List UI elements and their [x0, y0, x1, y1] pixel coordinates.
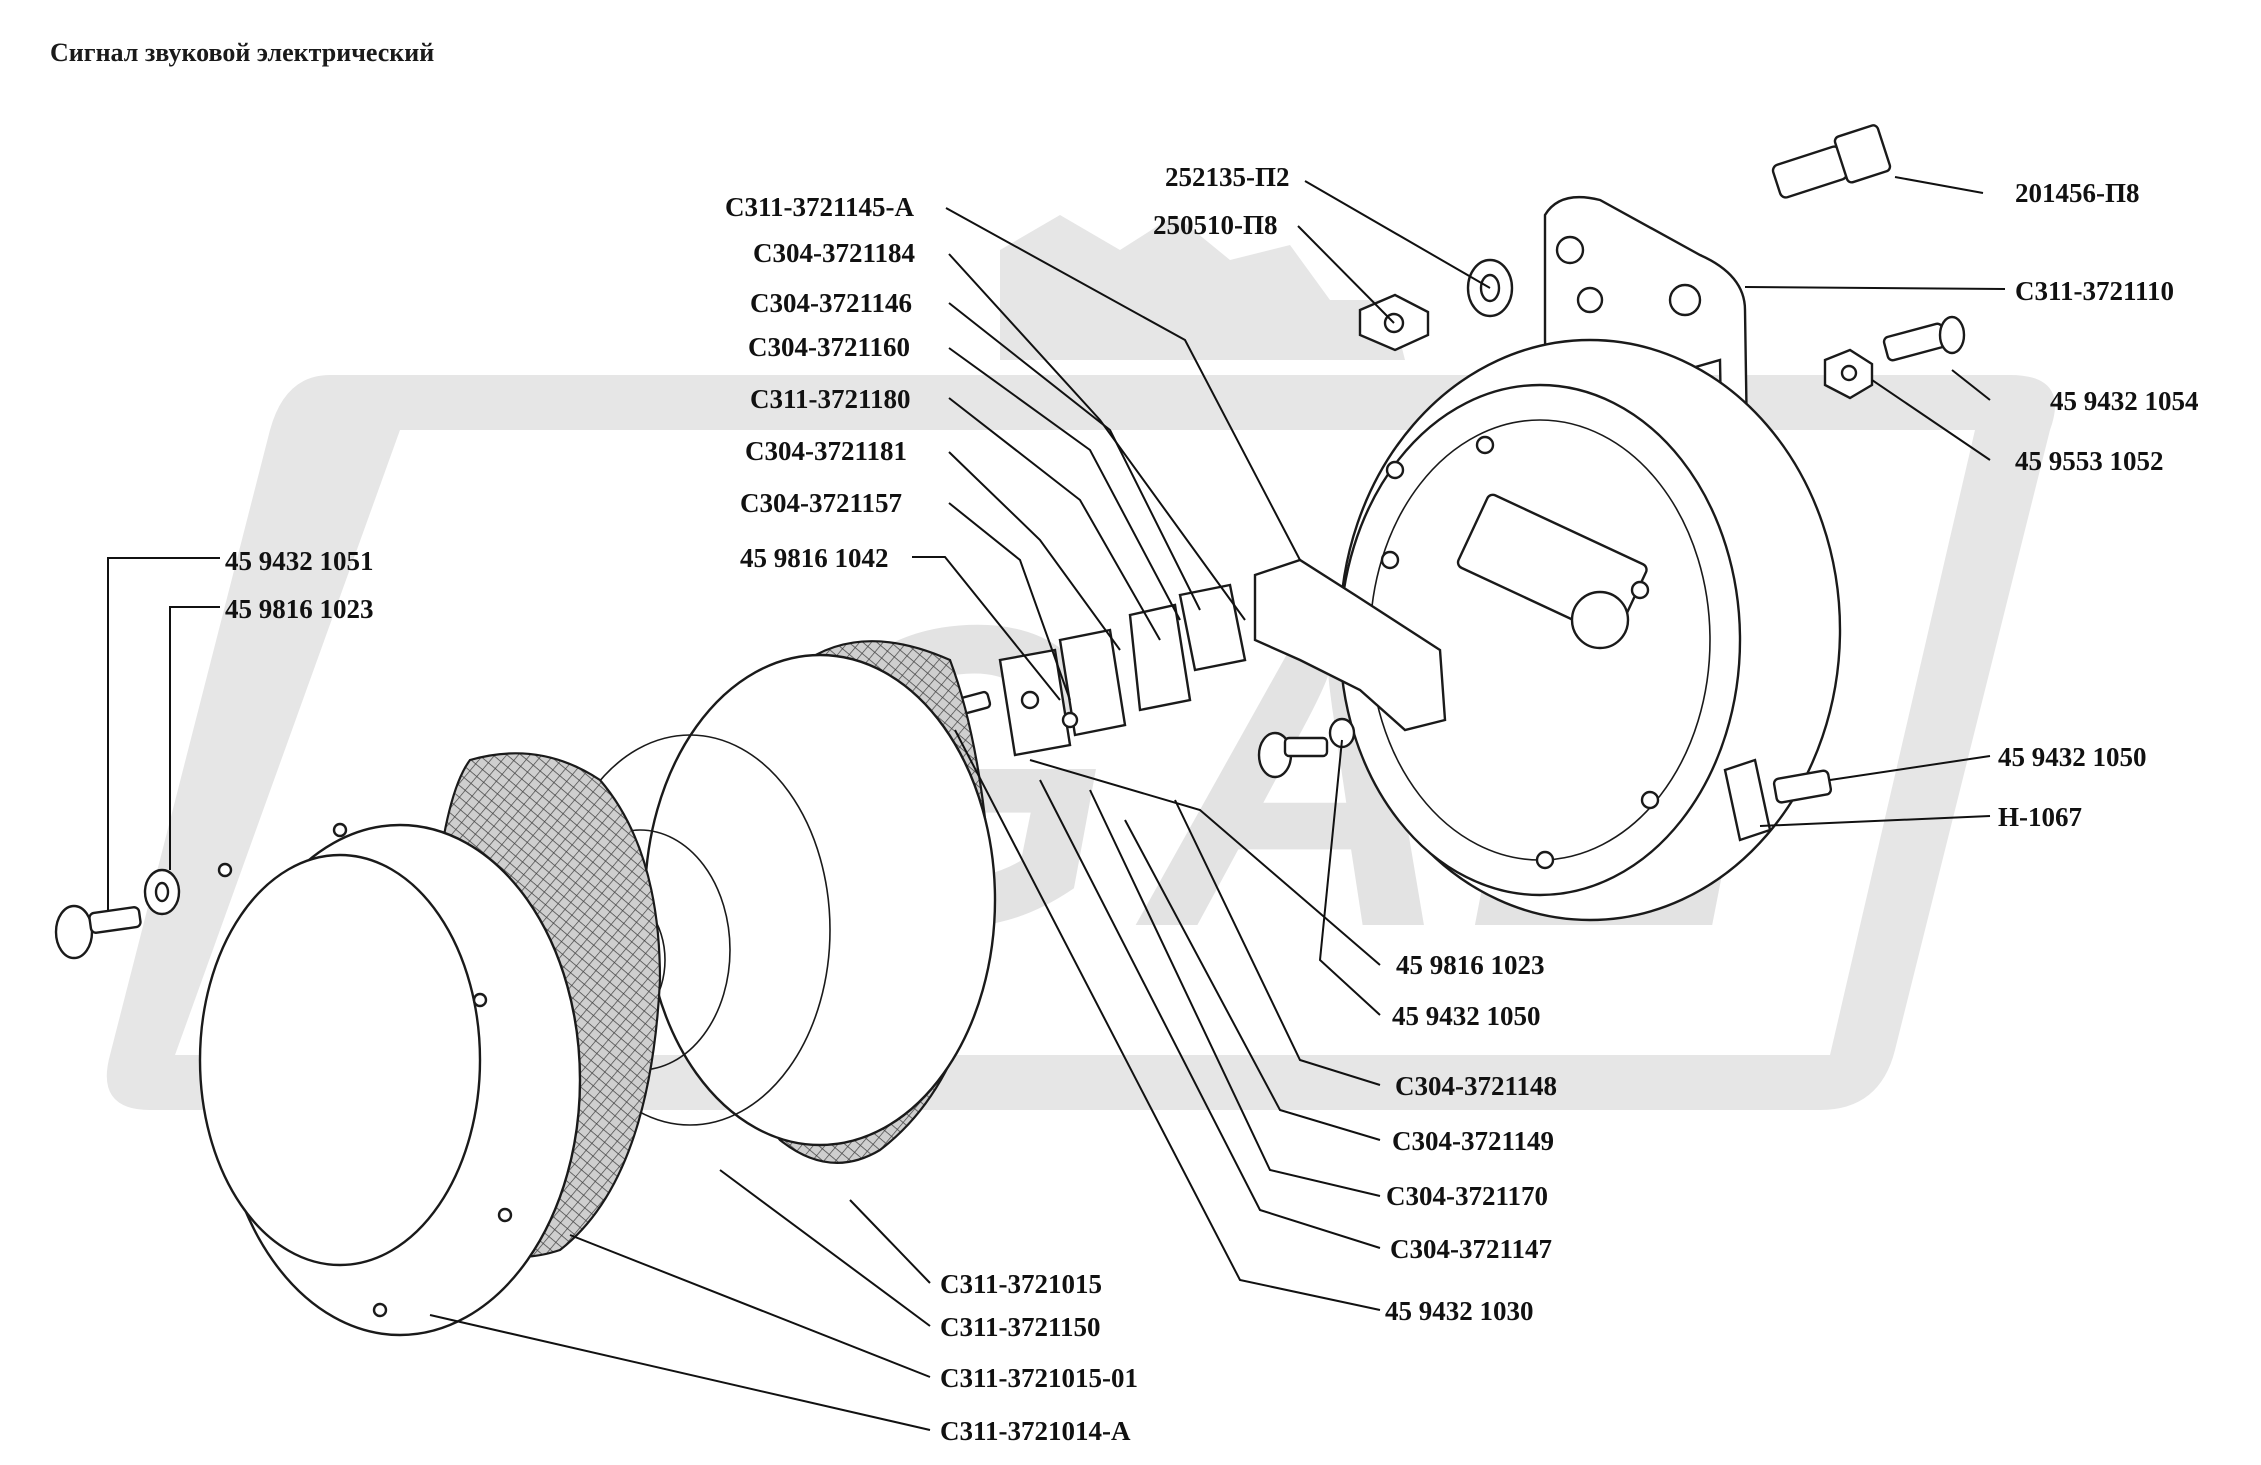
- label-c3147: С304-3721147: [1390, 1234, 1552, 1264]
- label-n1023b: 45 9816 1023: [1396, 950, 1545, 980]
- screw-1051: [54, 904, 142, 960]
- label-c3149: С304-3721149: [1392, 1126, 1554, 1156]
- label-h1067: Н-1067: [1998, 802, 2082, 832]
- diaphragm-1015: [549, 640, 997, 1164]
- washer-1023-left: [143, 868, 181, 916]
- label-n1023a: 45 9816 1023: [225, 594, 374, 624]
- contact-breaker: [998, 558, 1447, 757]
- label-c3170: С304-3721170: [1386, 1181, 1548, 1211]
- label-n1030: 45 9432 1030: [1385, 1296, 1534, 1326]
- label-n1042: 45 9816 1042: [740, 543, 889, 573]
- label-c3180: С311-3721180: [750, 384, 911, 414]
- screw-1050-center: [1257, 717, 1356, 779]
- label-250510: 250510-П8: [1153, 210, 1278, 240]
- label-n1050b: 45 9432 1050: [1392, 1001, 1541, 1031]
- label-c3145a: С311-3721145-А: [725, 192, 915, 222]
- label-c3148: С304-3721148: [1395, 1071, 1557, 1101]
- front-rim-1014: [198, 822, 582, 1337]
- bolt-1054: [1882, 315, 1966, 362]
- label-252135: 252135-П2: [1165, 162, 1290, 192]
- label-c3181: С304-3721181: [745, 436, 907, 466]
- page-title: Сигнал звуковой электрический: [50, 38, 435, 67]
- nut-1052: [1823, 348, 1874, 400]
- label-c3160: С304-3721160: [748, 332, 910, 362]
- label-c301501: С311-3721015-01: [940, 1363, 1138, 1393]
- label-c3146: С304-3721146: [750, 288, 912, 318]
- label-n1051: 45 9432 1051: [225, 546, 374, 576]
- horn-housing: [1338, 338, 1842, 922]
- label-n1054: 45 9432 1054: [2050, 386, 2199, 416]
- watermark-frame: [106, 375, 2055, 1110]
- label-n1050a: 45 9432 1050: [1998, 742, 2147, 772]
- label-c3157: С304-3721157: [740, 488, 902, 518]
- label-201456: 201456-П8: [2015, 178, 2140, 208]
- label-c3184: С304-3721184: [753, 238, 915, 268]
- mounting-bracket: [1543, 196, 1752, 642]
- part-labels: 201456-П8 252135-П2 250510-П8 С311-37211…: [225, 162, 2199, 1446]
- label-c3110: С311-3721110: [2015, 276, 2174, 306]
- label-c3150: С311-3721150: [940, 1312, 1101, 1342]
- label-c3014a: С311-3721014-А: [940, 1416, 1131, 1446]
- leader-lines: [107, 176, 2006, 1431]
- bolt-top-right: [1771, 124, 1892, 199]
- watermark-gear: [1000, 215, 1405, 360]
- terminal-h1067: [1723, 758, 1833, 842]
- label-n1052: 45 9553 1052: [2015, 446, 2164, 476]
- label-c3015: С311-3721015: [940, 1269, 1102, 1299]
